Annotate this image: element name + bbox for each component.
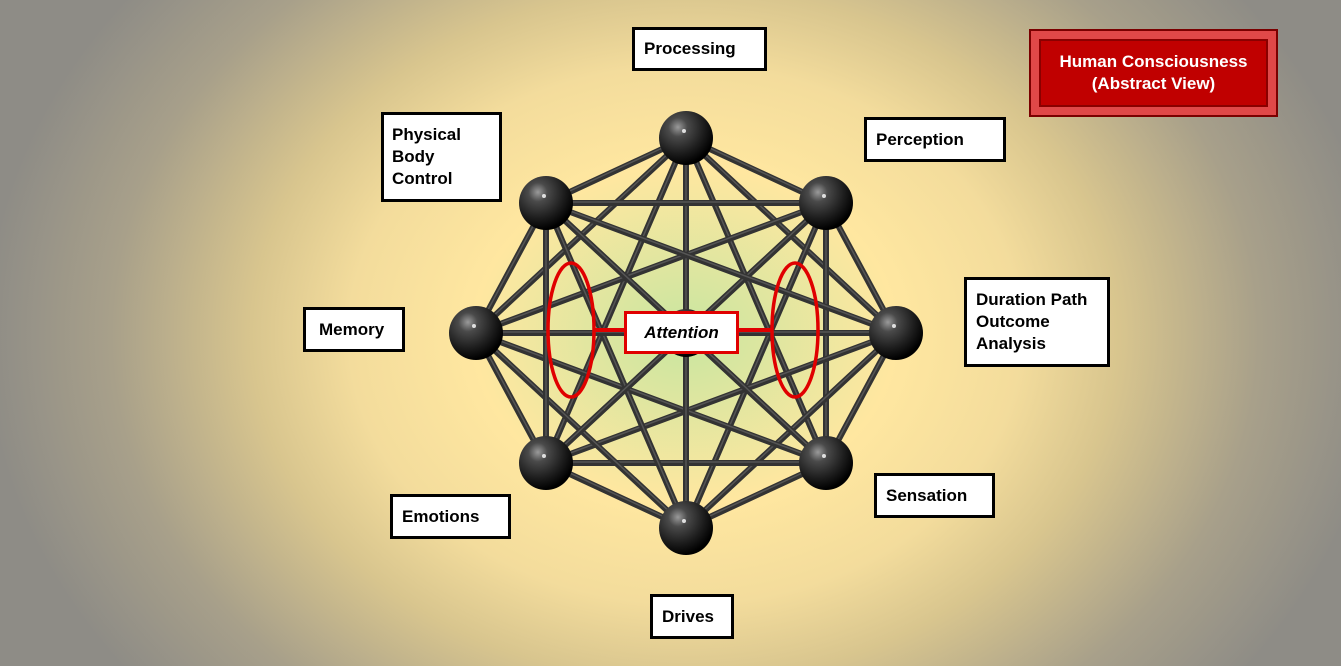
label-perception-text: Perception [876,129,964,149]
node-lower-right [799,436,853,490]
label-duration-path-line: Duration Path [976,290,1088,309]
label-emotions: Emotions [390,494,511,539]
attention-left-ellipse [546,261,596,399]
strut-node-upper-right-node-left [473,200,829,336]
node-bottom [659,501,713,555]
label-control-line: Control [392,169,453,188]
strut-highlight [545,331,897,463]
label-processing: Processing [632,27,767,71]
strut-highlight [545,201,687,333]
node-right [869,306,923,360]
node-specular-highlight [472,324,476,328]
node-upper-left [519,176,573,230]
strut-node-lower-right-node-left [473,330,829,466]
label-outcome-line: Outcome [976,312,1050,331]
strut-node-right-node-upper-left [543,200,899,336]
node-specular-highlight [542,194,546,198]
strut-node-right-node-lower-left [543,330,899,466]
label-drives-text: Drives [662,606,714,626]
node-specular-highlight [682,129,686,133]
label-sensation-text: Sensation [886,485,968,505]
label-perception: Perception [864,117,1006,162]
label-physical-line: Physical [392,125,461,144]
strut-highlight [545,136,687,463]
label-processing-text: Processing [644,39,736,58]
strut-highlight [685,136,827,463]
label-physical-body-control: Physical Body Control [381,112,502,202]
node-lower-left [519,436,573,490]
label-body-line: Body [392,147,435,166]
strut-highlight [685,201,827,528]
node-specular-highlight [682,519,686,523]
strut-highlight [475,201,827,333]
node-upper-right [799,176,853,230]
node-specular-highlight [542,454,546,458]
label-duration-path-outcome-analysis: Duration Path Outcome Analysis [964,277,1110,367]
attention-right-ellipse [770,261,820,399]
strut-highlight [685,201,827,333]
attention-text: Attention [644,322,719,342]
title-line-1: Human Consciousness [1059,52,1248,71]
label-emotions-text: Emotions [402,506,480,526]
attention-center-label: Attention [624,311,739,354]
strut-highlight [545,201,897,333]
diagram-title: Human Consciousness (Abstract View) [1029,29,1278,117]
attention-brackets [546,261,820,399]
label-drives: Drives [650,594,734,639]
label-sensation: Sensation [874,473,995,518]
node-specular-highlight [892,324,896,328]
node-specular-highlight [822,194,826,198]
label-memory-text: Memory [319,319,385,339]
strut-highlight [475,331,827,463]
node-specular-highlight [822,454,826,458]
title-line-2: (Abstract View) [1091,74,1216,93]
label-memory: Memory [303,307,405,352]
strut-highlight [545,201,687,528]
node-top [659,111,713,165]
label-analysis-line: Analysis [976,334,1046,353]
node-left [449,306,503,360]
